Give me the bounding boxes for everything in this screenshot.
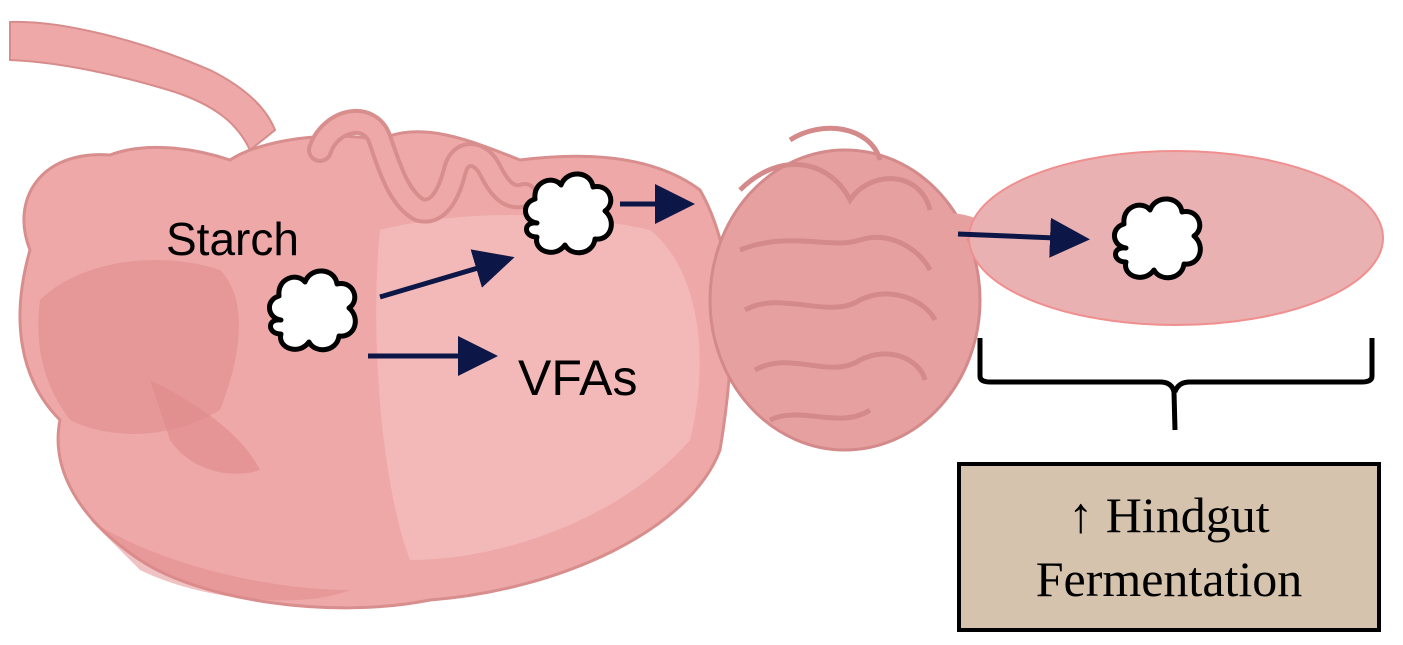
starch-label: Starch xyxy=(166,212,299,266)
starch-cloud-abomasum xyxy=(525,174,611,253)
curly-brace xyxy=(980,338,1372,430)
small-intestine xyxy=(710,128,980,450)
starch-cloud-rumen xyxy=(269,271,355,350)
vfas-label: VFAs xyxy=(518,349,637,407)
esophagus xyxy=(10,22,275,150)
hindgut-fermentation-callout: ↑ Hindgut Fermentation xyxy=(957,462,1381,632)
callout-line-1: ↑ Hindgut xyxy=(1068,483,1269,547)
callout-line-2: Fermentation xyxy=(1036,547,1303,611)
starch-cloud-hindgut xyxy=(1114,199,1200,278)
